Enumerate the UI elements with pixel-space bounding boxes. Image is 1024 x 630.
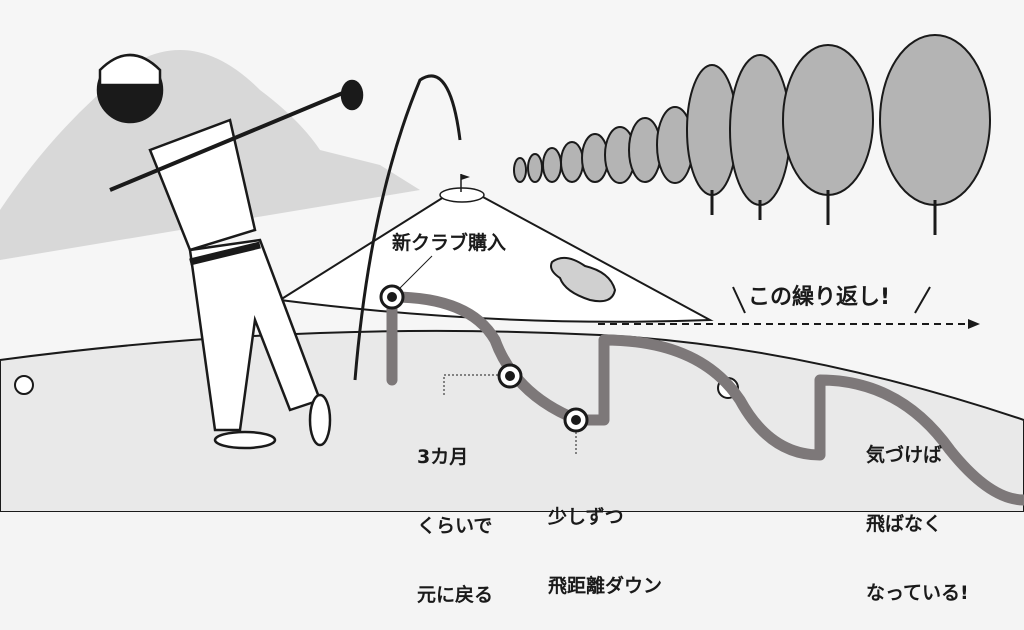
distance-trend-line [386, 291, 1024, 506]
label-repeat: この繰り返し! [748, 285, 891, 310]
label-line: くらいで [417, 515, 493, 537]
label-line: 飛ばなく [866, 513, 943, 535]
ground [0, 329, 1024, 512]
arrowhead-icon [968, 319, 980, 329]
label-line: 飛距離ダウン [548, 575, 663, 597]
green [439, 187, 485, 203]
label-line: なっている! [866, 582, 969, 604]
golfer [96, 53, 364, 450]
tree-row [513, 34, 991, 206]
emphasis-mark [914, 286, 931, 314]
label-back-to-original: 3カ月 くらいで 元に戻る [417, 400, 493, 630]
emphasis-mark [732, 286, 746, 314]
leader-line [397, 255, 433, 291]
ball-trajectory [353, 74, 462, 381]
label-line: 気づけば [866, 444, 943, 466]
label-distance-down: 少しずつ 飛距離ダウン [548, 460, 662, 621]
marker-back-to-original [497, 363, 523, 389]
label-new-club: 新クラブ購入 [392, 232, 507, 254]
golf-distance-illustration: 新クラブ購入 3カ月 くらいで 元に戻る 少しずつ 飛距離ダウン この繰り返し!… [0, 34, 1024, 606]
tree-trunks [710, 190, 937, 235]
illustration-canvas [0, 34, 1024, 512]
bunker [550, 256, 617, 303]
marker-distance-down [563, 407, 589, 433]
leader-line [443, 374, 500, 395]
label-line: 少しずつ [548, 506, 624, 528]
marker-new-club [379, 284, 405, 310]
label-line: 元に戻る [417, 584, 494, 606]
golf-ball [14, 375, 34, 395]
flag-icon [461, 174, 470, 180]
label-result: 気づけば 飛ばなく なっている! [866, 398, 969, 628]
label-line: 3カ月 [417, 446, 469, 468]
